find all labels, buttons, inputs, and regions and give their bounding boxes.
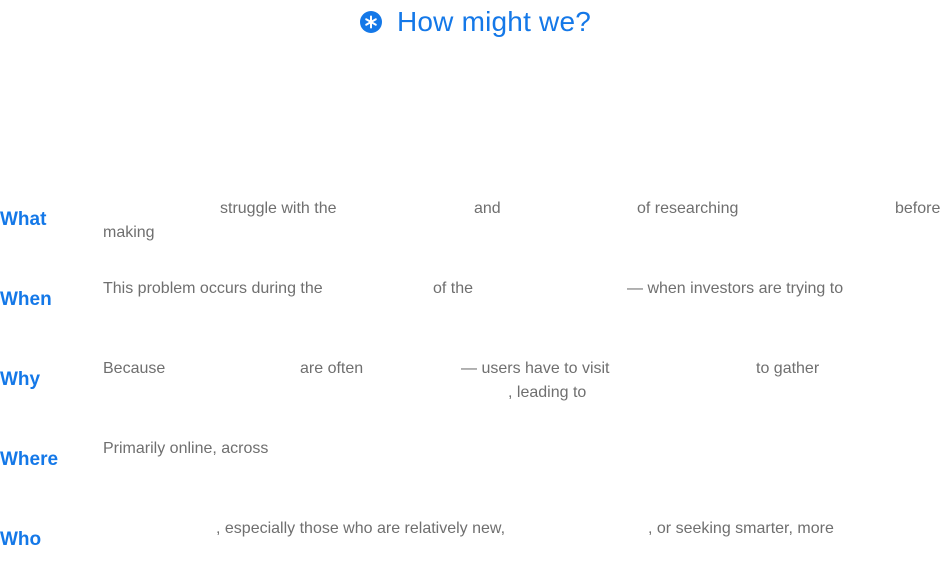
row-label-when: When [0, 289, 52, 310]
when-segment: — when investors are trying to [627, 280, 844, 297]
asterisk-circle-icon [359, 11, 382, 33]
what-segment: struggle with the [220, 200, 337, 217]
page-title: How might we? [396, 6, 591, 37]
why-segment: — users have to visit [461, 360, 610, 377]
row-text-why: Because are often — users have to visit … [103, 357, 943, 405]
why-segment: to gather [756, 360, 820, 377]
row-text-what: struggle with the and of researching bef… [103, 197, 943, 245]
row-label-why: Why [0, 369, 41, 390]
row-label-where: Where [0, 449, 59, 470]
why-segment: , leading to [508, 384, 587, 401]
row-text-where: Primarily online, across [103, 437, 943, 461]
what-segment: making [103, 224, 155, 241]
when-segment: of the [433, 280, 474, 297]
why-segment: Because [103, 360, 166, 377]
when-segment: This problem occurs during the [103, 280, 323, 297]
row-text-when: This problem occurs during the of the — … [103, 277, 943, 301]
who-segment: , especially those who are relatively ne… [216, 520, 506, 537]
row-label-what: What [0, 209, 47, 230]
where-segment: Primarily online, across [103, 440, 269, 457]
who-segment: , or seeking smarter, more [648, 520, 834, 537]
why-segment: are often [300, 360, 364, 377]
page-header: How might we? [0, 4, 950, 40]
what-segment: before [895, 200, 941, 217]
what-segment: and [474, 200, 501, 217]
row-label-who: Who [0, 529, 42, 550]
row-text-who: , especially those who are relatively ne… [103, 517, 943, 541]
what-segment: of researching [637, 200, 739, 217]
